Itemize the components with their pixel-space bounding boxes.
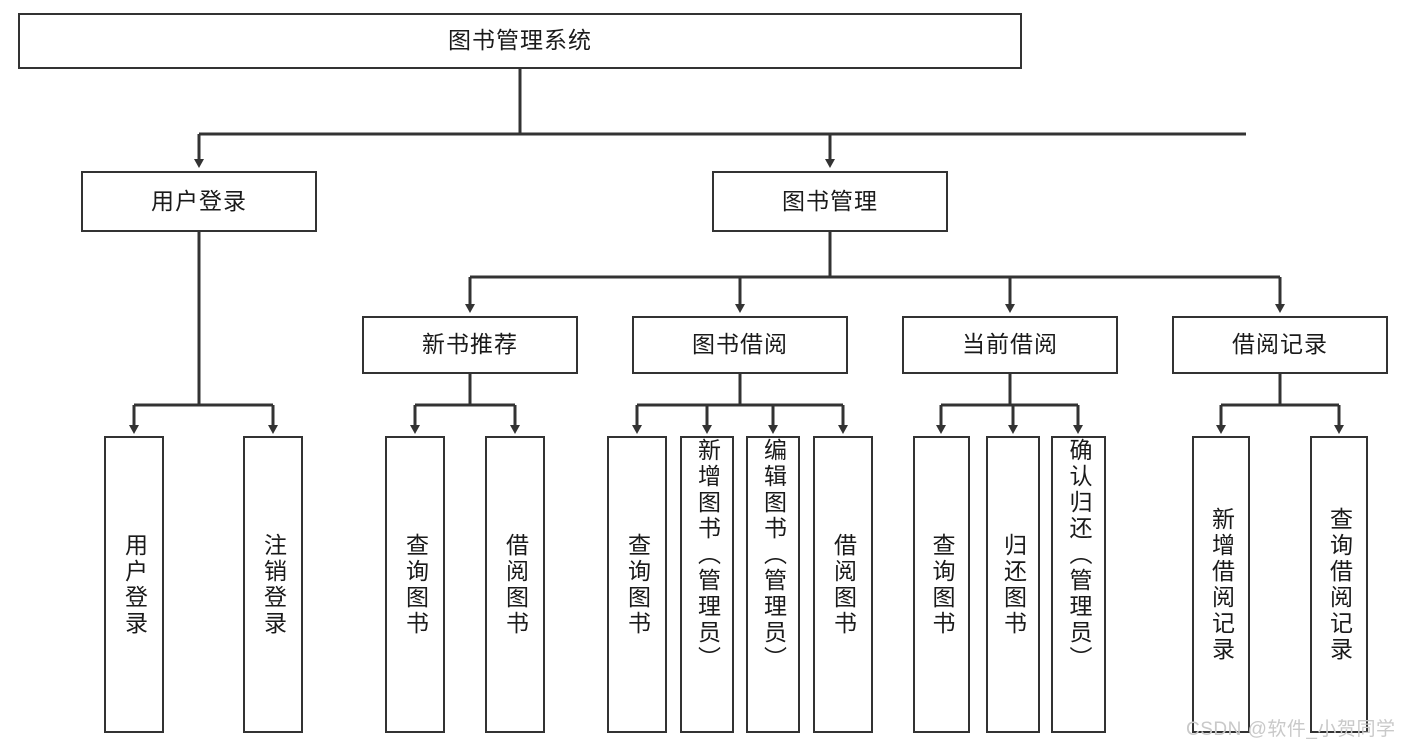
leaf-add-borrow-record-label: 新增借阅记录 bbox=[1208, 506, 1235, 663]
leaf-borrow-book-recommend-label: 借阅图书 bbox=[502, 532, 529, 637]
leaf-query-book-borrow[interactable]: 查询图书 bbox=[607, 436, 667, 733]
node-root[interactable]: 图书管理系统 bbox=[18, 13, 1022, 69]
node-current-borrow[interactable]: 当前借阅 bbox=[902, 316, 1118, 374]
leaf-query-book-current-label: 查询图书 bbox=[929, 532, 955, 637]
leaf-confirm-return-admin[interactable]: 确认归还（管理员） bbox=[1051, 436, 1106, 733]
leaf-edit-book-admin-label: 编辑图书（管理员） bbox=[760, 438, 787, 672]
leaf-confirm-return-admin-label: 确认归还（管理员） bbox=[1066, 438, 1092, 672]
node-book-management-label: 图书管理 bbox=[782, 187, 878, 214]
node-current-borrow-label: 当前借阅 bbox=[962, 331, 1058, 358]
node-root-label: 图书管理系统 bbox=[448, 27, 592, 54]
node-borrow-records[interactable]: 借阅记录 bbox=[1172, 316, 1388, 374]
node-new-book-recommend-label: 新书推荐 bbox=[422, 331, 518, 358]
node-book-borrow-label: 图书借阅 bbox=[692, 331, 788, 358]
leaf-user-login-label: 用户登录 bbox=[121, 532, 148, 637]
leaf-borrow-book-recommend[interactable]: 借阅图书 bbox=[485, 436, 545, 733]
connector-group-current-leaves bbox=[936, 374, 1083, 434]
leaf-return-book-label: 归还图书 bbox=[1000, 532, 1027, 637]
node-borrow-records-label: 借阅记录 bbox=[1232, 331, 1328, 358]
connector-group-userlogin-leaves bbox=[129, 232, 278, 434]
leaf-edit-book-admin[interactable]: 编辑图书（管理员） bbox=[746, 436, 800, 733]
connector-group-root bbox=[194, 69, 1246, 168]
leaf-add-book-admin-label: 新增图书（管理员） bbox=[694, 438, 721, 672]
leaf-query-book-recommend-label: 查询图书 bbox=[402, 532, 429, 637]
connector-group-borrow-leaves bbox=[632, 374, 848, 434]
leaf-query-borrow-record-label: 查询借阅记录 bbox=[1326, 506, 1353, 663]
node-user-login[interactable]: 用户登录 bbox=[81, 171, 317, 232]
watermark: CSDN @软件_小贺同学 bbox=[1186, 719, 1396, 740]
leaf-logout-label: 注销登录 bbox=[260, 532, 287, 637]
leaf-query-book-borrow-label: 查询图书 bbox=[624, 532, 651, 637]
leaf-query-book-recommend[interactable]: 查询图书 bbox=[385, 436, 445, 733]
leaf-borrow-book-label: 借阅图书 bbox=[830, 532, 857, 637]
leaf-add-book-admin[interactable]: 新增图书（管理员） bbox=[680, 436, 734, 733]
leaf-borrow-book[interactable]: 借阅图书 bbox=[813, 436, 873, 733]
leaf-user-login[interactable]: 用户登录 bbox=[104, 436, 164, 733]
connector-group-bookmgmt bbox=[465, 232, 1285, 313]
leaf-return-book[interactable]: 归还图书 bbox=[986, 436, 1040, 733]
node-user-login-label: 用户登录 bbox=[151, 187, 247, 214]
leaf-query-book-current[interactable]: 查询图书 bbox=[913, 436, 970, 733]
connector-group-newbook-leaves bbox=[410, 374, 520, 434]
leaf-logout[interactable]: 注销登录 bbox=[243, 436, 303, 733]
node-book-management[interactable]: 图书管理 bbox=[712, 171, 948, 232]
leaf-add-borrow-record[interactable]: 新增借阅记录 bbox=[1192, 436, 1250, 733]
node-book-borrow[interactable]: 图书借阅 bbox=[632, 316, 848, 374]
connector-group-records-leaves bbox=[1216, 374, 1344, 434]
leaf-query-borrow-record[interactable]: 查询借阅记录 bbox=[1310, 436, 1368, 733]
node-new-book-recommend[interactable]: 新书推荐 bbox=[362, 316, 578, 374]
